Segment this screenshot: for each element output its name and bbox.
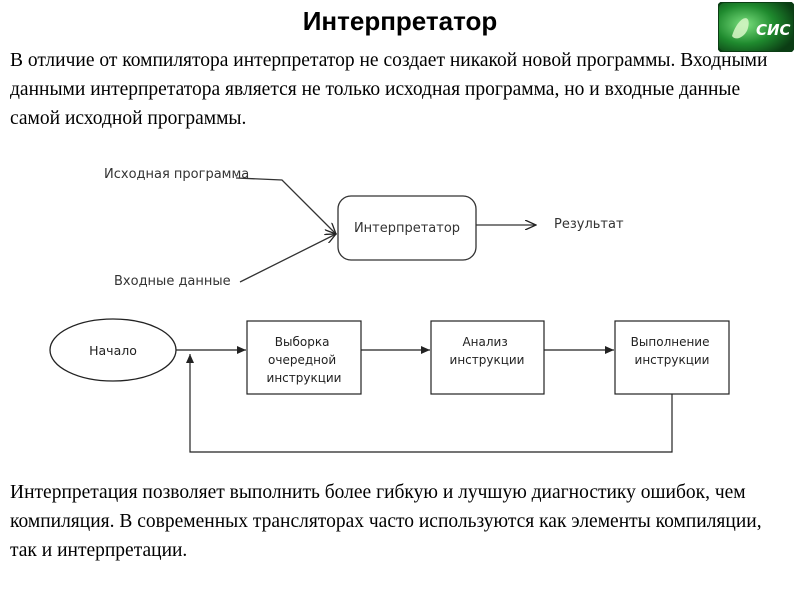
execute-line-1: Выполнение xyxy=(631,335,710,349)
fetch-line-3: инструкции xyxy=(267,371,342,385)
fetch-box xyxy=(246,320,362,395)
input-program-arrow xyxy=(235,177,336,234)
interpreter-label: Интерпретатор xyxy=(354,221,460,236)
slide-title: Интерпретатор xyxy=(302,6,498,36)
execute-line-2: инструкции xyxy=(635,353,710,367)
analyze-box xyxy=(430,320,545,395)
logo-text: СИС xyxy=(756,21,791,39)
analyze-label: Анализ инструкции xyxy=(450,335,525,367)
start-label: Начало xyxy=(89,343,137,358)
fetch-line-1: Выборка xyxy=(275,335,330,349)
input-program-label: Исходная программа xyxy=(104,167,249,182)
loop-back-arrow xyxy=(186,354,673,453)
interpreter-box xyxy=(337,195,477,261)
execute-label: Выполнение инструкции xyxy=(631,335,714,367)
analyze-line-1: Анализ xyxy=(462,335,507,349)
input-data-arrow xyxy=(239,234,336,283)
cycle-diagram: Начало Выборка очередной инструкции Анал… xyxy=(49,318,730,453)
conclusion-paragraph: Интерпретация позволяет выполнить более … xyxy=(10,482,762,561)
analyze-line-2: инструкции xyxy=(450,353,525,367)
fetch-line-2: очередной xyxy=(268,353,336,367)
input-data-label: Входные данные xyxy=(114,274,231,289)
result-label: Результат xyxy=(554,217,624,232)
fetch-label: Выборка очередной инструкции xyxy=(267,335,342,385)
execute-box xyxy=(614,320,730,395)
top-diagram: Исходная программа Входные данные Интерп… xyxy=(104,167,624,289)
intro-paragraph: В отличие от компилятора интерпретатор н… xyxy=(10,50,768,129)
